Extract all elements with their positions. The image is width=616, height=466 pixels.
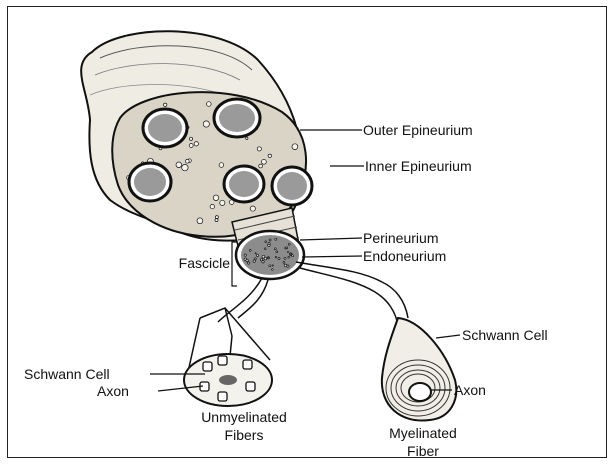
fascicle-upper-right: [214, 99, 260, 137]
texture-dot: [278, 258, 280, 260]
label-fiber: Fiber: [407, 443, 439, 459]
texture-dot: [288, 243, 290, 245]
texture-dot: [283, 262, 285, 264]
texture-dot: [262, 255, 265, 258]
texture-dot: [176, 162, 182, 168]
label-fascicle: Fascicle: [179, 255, 231, 271]
texture-dot: [213, 195, 219, 201]
texture-dot: [244, 254, 246, 256]
texture-dot: [292, 144, 298, 150]
myelinated-fiber: [296, 262, 456, 421]
texture-dot: [210, 204, 214, 208]
texture-dot: [284, 264, 287, 267]
label-schwann-cell-right: Schwann Cell: [462, 327, 548, 343]
texture-dot: [197, 218, 203, 224]
texture-dot: [288, 257, 290, 259]
texture-dot: [189, 144, 193, 148]
fascicle-upper-left: [143, 109, 187, 147]
texture-dot: [220, 200, 225, 205]
texture-dot: [246, 259, 248, 261]
texture-dot: [272, 265, 273, 266]
label-perineurium: Perineurium: [363, 230, 438, 246]
myelinated-axon: [409, 383, 431, 401]
fascicle-middle: [224, 166, 264, 202]
texture-dot: [269, 239, 271, 241]
label-axon-right: Axon: [454, 382, 486, 398]
texture-dot: [275, 257, 276, 258]
label-endoneurium: Endoneurium: [363, 248, 446, 264]
texture-dot: [219, 163, 224, 168]
label-inner-epineurium: Inner Epineurium: [365, 158, 472, 174]
texture-dot: [267, 257, 268, 258]
texture-dot: [272, 269, 274, 271]
texture-dot: [274, 248, 276, 250]
texture-dot: [185, 159, 189, 163]
texture-dot: [284, 257, 286, 259]
texture-dot: [250, 206, 255, 211]
texture-dot: [248, 262, 250, 264]
texture-dot: [268, 154, 271, 157]
texture-dot: [256, 254, 258, 256]
texture-dot: [246, 137, 248, 139]
texture-dot: [194, 142, 198, 146]
texture-dot: [182, 164, 188, 170]
texture-dot: [253, 260, 255, 262]
fascicle-lower-left: [129, 163, 171, 201]
texture-dot: [215, 219, 218, 222]
texture-dot: [268, 243, 270, 245]
texture-dot: [259, 164, 263, 168]
fascicle-right: [272, 167, 312, 205]
texture-dot: [265, 248, 267, 250]
texture-dot: [262, 159, 267, 164]
label-myelinated: Myelinated: [389, 425, 457, 441]
texture-dot: [265, 241, 267, 243]
texture-dot: [287, 251, 288, 252]
label-schwann-cell-left: Schwann Cell: [24, 366, 110, 382]
label-outer-epineurium: Outer Epineurium: [363, 122, 473, 138]
label-fibers: Fibers: [225, 427, 264, 443]
texture-dot: [255, 253, 256, 254]
texture-dot: [203, 121, 209, 127]
label-unmyelinated: Unmyelinated: [201, 409, 287, 425]
texture-dot: [207, 102, 212, 107]
texture-dot: [164, 103, 167, 106]
texture-dot: [269, 265, 271, 267]
texture-dot: [262, 261, 264, 263]
texture-dot: [249, 250, 251, 252]
texture-dot: [290, 254, 291, 255]
label-axon-left: Axon: [97, 383, 129, 399]
texture-dot: [189, 137, 192, 140]
texture-dot: [275, 238, 277, 240]
texture-dot: [276, 251, 278, 253]
texture-dot: [257, 147, 261, 151]
texture-dot: [215, 216, 218, 219]
texture-dot: [286, 247, 288, 249]
